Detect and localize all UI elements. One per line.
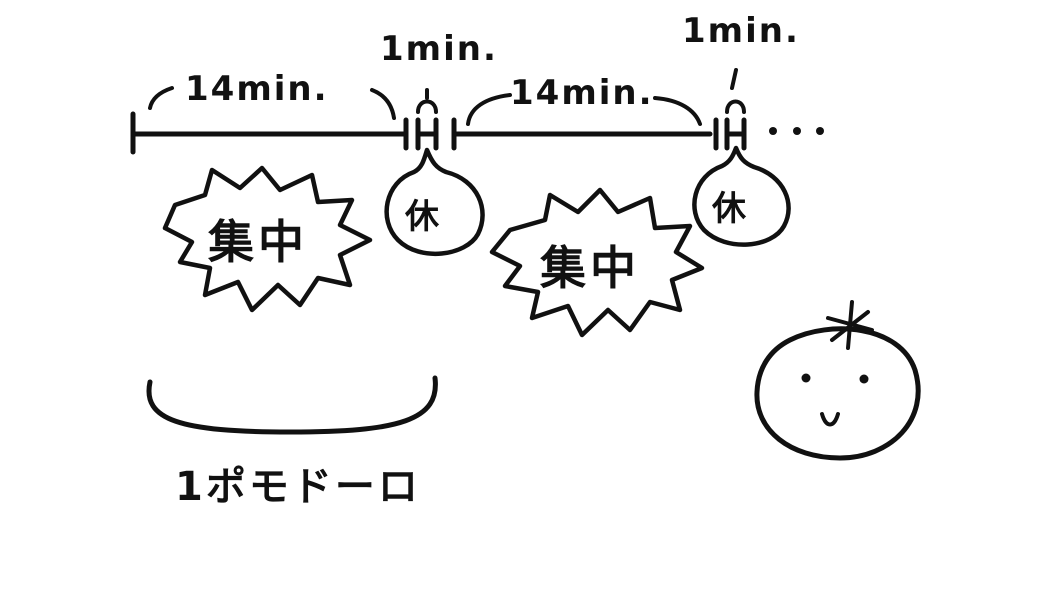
rest-bubble-1: 休 — [384, 147, 485, 257]
continuation-dots — [769, 127, 824, 135]
tomato-character — [754, 300, 921, 461]
rest-pointer-2-stem — [730, 68, 738, 90]
tomato-mouth — [820, 412, 840, 427]
rest-bubble-2: 休 — [692, 145, 791, 247]
focus-burst-2: 集中 — [489, 187, 705, 338]
break-marker-2 — [713, 117, 747, 151]
rest-label-1: 休 — [404, 197, 440, 237]
timeline-axis — [130, 111, 747, 155]
focus-burst-1: 集中 — [162, 165, 373, 313]
rest-label-2: 休 — [711, 189, 747, 229]
duration-label-focus-1: 14min. — [185, 69, 329, 109]
pomodoro-label: 1ポモドーロ — [175, 464, 421, 510]
focus-label-2: 集中 — [539, 241, 640, 295]
bracket-arc-1-right — [370, 88, 396, 120]
bracket-arc-1-left — [148, 86, 174, 110]
tomato-eye-left — [801, 373, 811, 383]
bracket-arc-2-right — [653, 96, 702, 126]
focus-label-1: 集中 — [207, 215, 308, 269]
tomato-stem-icon — [826, 300, 874, 350]
tomato-body — [754, 326, 921, 461]
break-marker-1 — [403, 117, 457, 151]
rest-pointer-2 — [725, 99, 746, 114]
duration-label-rest-1: 1min. — [380, 29, 498, 69]
tomato-eye-right — [859, 374, 869, 384]
duration-label-focus-2: 14min. — [510, 73, 654, 113]
bracket-arc-2-left — [466, 93, 512, 126]
duration-label-rest-2: 1min. — [682, 11, 800, 51]
pomodoro-brace — [146, 375, 438, 435]
rest-pointer-1 — [416, 99, 438, 114]
